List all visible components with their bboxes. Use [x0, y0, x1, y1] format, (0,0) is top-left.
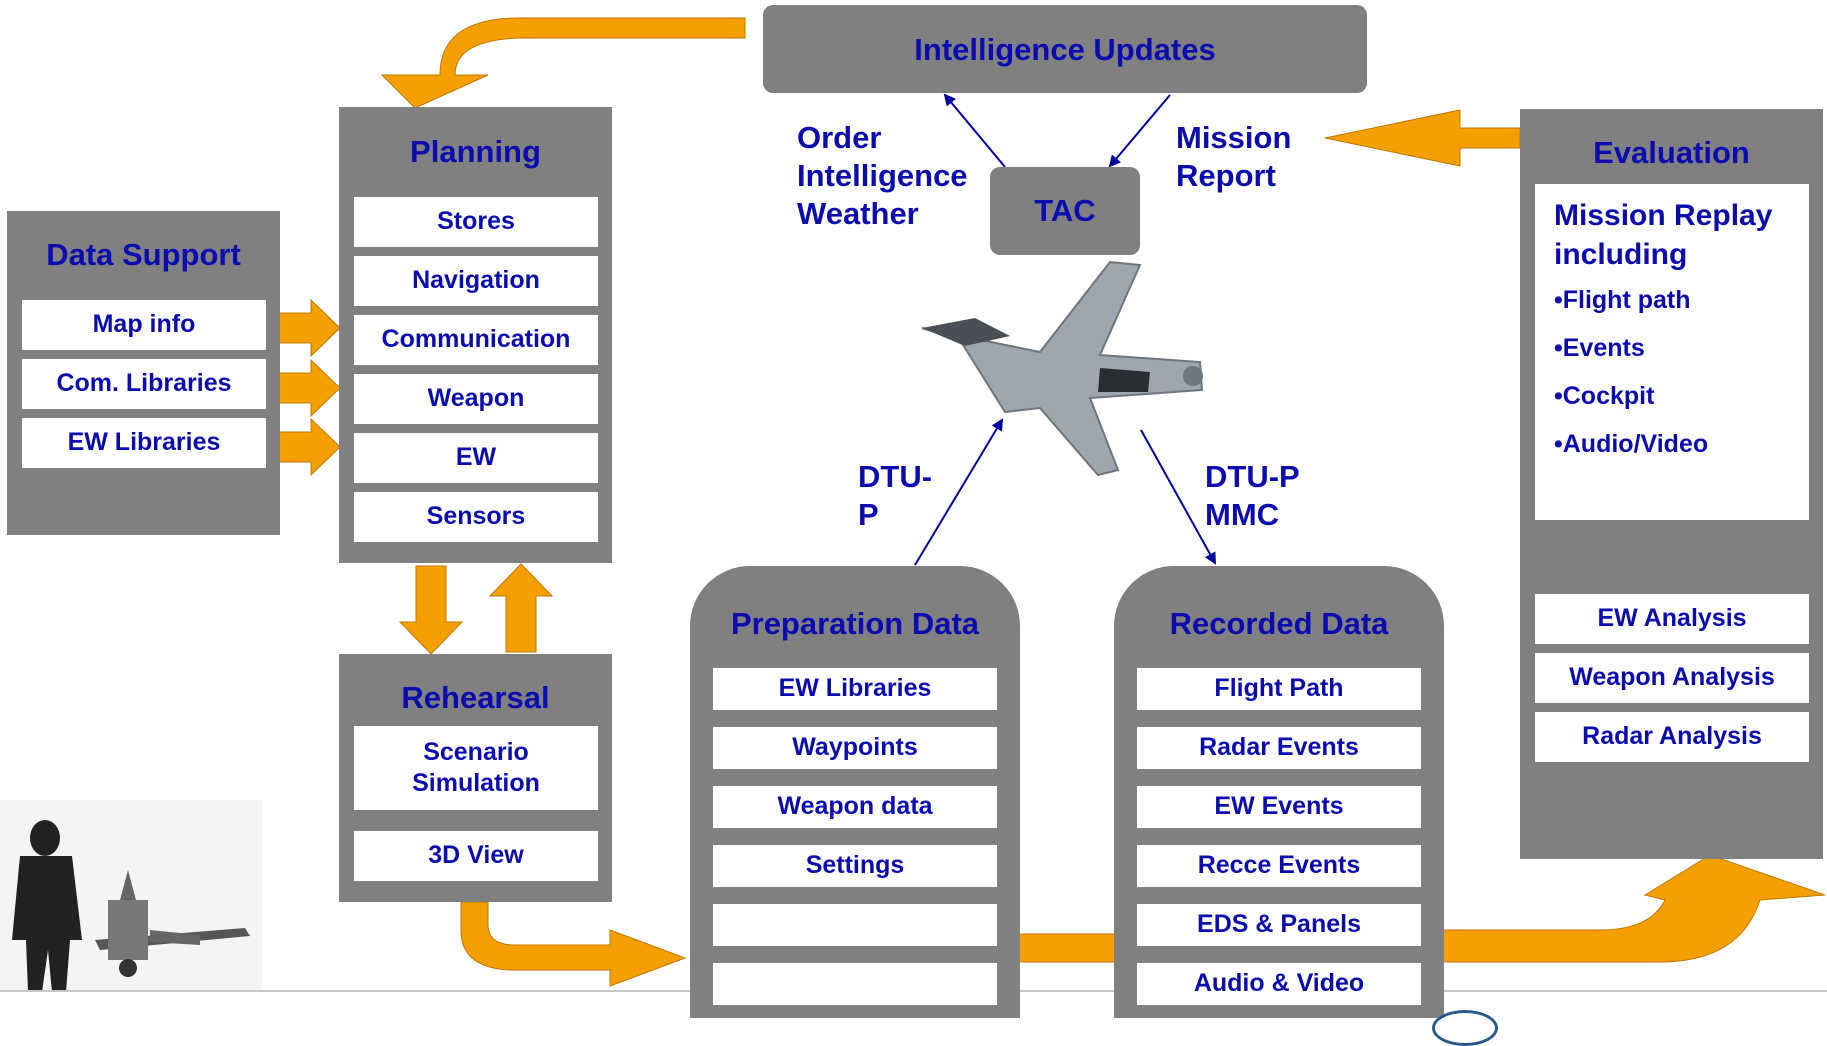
- mission-replay-list: •Flight path •Events •Cockpit •Audio/Vid…: [1554, 276, 1708, 468]
- mission-replay-box: Mission Replay including •Flight path •E…: [1535, 184, 1809, 520]
- data-support-item-map-info[interactable]: Map info: [22, 300, 266, 350]
- planning-item-navigation[interactable]: Navigation: [354, 256, 598, 306]
- preparation-item-settings[interactable]: Settings: [713, 845, 997, 887]
- planning-item-sensors[interactable]: Sensors: [354, 492, 598, 542]
- evaluation-panel: Evaluation Mission Replay including •Fli…: [1520, 109, 1823, 859]
- intelligence-updates-title: Intelligence Updates: [914, 32, 1216, 67]
- replay-item-audio-video: •Audio/Video: [1554, 430, 1709, 458]
- replay-item-events: •Events: [1554, 334, 1645, 362]
- recorded-item-ew-events[interactable]: EW Events: [1137, 786, 1421, 828]
- intelligence-updates-box: Intelligence Updates: [763, 5, 1367, 93]
- planning-rehearsal-arrows: [398, 563, 554, 655]
- mission-report-label: Mission Report: [1176, 120, 1292, 193]
- preparation-item-weapon-data[interactable]: Weapon data: [713, 786, 997, 828]
- preparation-item-empty-1[interactable]: [713, 904, 997, 946]
- preparation-item-waypoints[interactable]: Waypoints: [713, 727, 997, 769]
- recorded-item-eds-panels[interactable]: EDS & Panels: [1137, 904, 1421, 946]
- preparation-data-panel: Preparation Data EW Libraries Waypoints …: [690, 566, 1020, 1018]
- data-support-to-planning-arrows: [278, 298, 341, 477]
- evaluation-item-weapon-analysis[interactable]: Weapon Analysis: [1535, 653, 1809, 703]
- planning-panel: Planning Stores Navigation Communication…: [339, 107, 612, 563]
- intel-to-planning-arrow: [380, 17, 746, 109]
- order-intelligence-weather-label: Order Intelligence Weather: [797, 120, 968, 231]
- recorded-item-audio-video[interactable]: Audio & Video: [1137, 963, 1421, 1005]
- evaluation-item-radar-analysis[interactable]: Radar Analysis: [1535, 712, 1809, 762]
- recorded-to-evaluation-arrow: [1439, 854, 1826, 963]
- recorded-data-title: Recorded Data: [1169, 606, 1389, 641]
- mission-replay-title: Mission Replay including: [1554, 199, 1773, 271]
- dtu-p-mmc-label: DTU-P MMC: [1205, 459, 1300, 532]
- rehearsal-panel: Rehearsal Scenario Simulation 3D View: [339, 654, 612, 902]
- dtu-p-label: DTU- P: [858, 459, 933, 532]
- recorded-data-panel: Recorded Data Flight Path Radar Events E…: [1114, 566, 1444, 1018]
- preparation-item-ew-libraries[interactable]: EW Libraries: [713, 668, 997, 710]
- logo-partial: [1432, 1010, 1498, 1046]
- rehearsal-item-scenario-simulation[interactable]: Scenario Simulation: [354, 726, 598, 810]
- recorded-item-flight-path[interactable]: Flight Path: [1137, 668, 1421, 710]
- data-support-panel: Data Support Map info Com. Libraries EW …: [7, 211, 280, 535]
- data-support-title: Data Support: [46, 237, 241, 272]
- planning-item-stores[interactable]: Stores: [354, 197, 598, 247]
- planning-item-weapon[interactable]: Weapon: [354, 374, 598, 424]
- evaluation-item-ew-analysis[interactable]: EW Analysis: [1535, 594, 1809, 644]
- replay-item-cockpit: •Cockpit: [1554, 382, 1655, 410]
- planning-title: Planning: [410, 134, 541, 169]
- data-support-item-ew-libraries[interactable]: EW Libraries: [22, 418, 266, 468]
- rehearsal-to-preparation-arrow: [460, 901, 687, 987]
- tac-box: TAC: [990, 167, 1140, 255]
- replay-item-flight-path: •Flight path: [1554, 286, 1691, 314]
- rehearsal-title: Rehearsal: [401, 680, 550, 715]
- preparation-data-title: Preparation Data: [730, 606, 980, 641]
- tac-title: TAC: [1034, 193, 1096, 228]
- planning-item-communication[interactable]: Communication: [354, 315, 598, 365]
- recorded-item-recce-events[interactable]: Recce Events: [1137, 845, 1421, 887]
- prep-recorded-connector: [1014, 933, 1116, 963]
- recorded-item-radar-events[interactable]: Radar Events: [1137, 727, 1421, 769]
- preparation-item-empty-2[interactable]: [713, 963, 997, 1005]
- connector-layer: [0, 17, 1827, 992]
- planning-item-ew[interactable]: EW: [354, 433, 598, 483]
- evaluation-title: Evaluation: [1593, 135, 1750, 170]
- evaluation-to-intel-arrow: [1324, 109, 1521, 167]
- jet-illustration: [921, 260, 1204, 477]
- rehearsal-item-3d-view[interactable]: 3D View: [354, 831, 598, 881]
- data-support-item-com-libraries[interactable]: Com. Libraries: [22, 359, 266, 409]
